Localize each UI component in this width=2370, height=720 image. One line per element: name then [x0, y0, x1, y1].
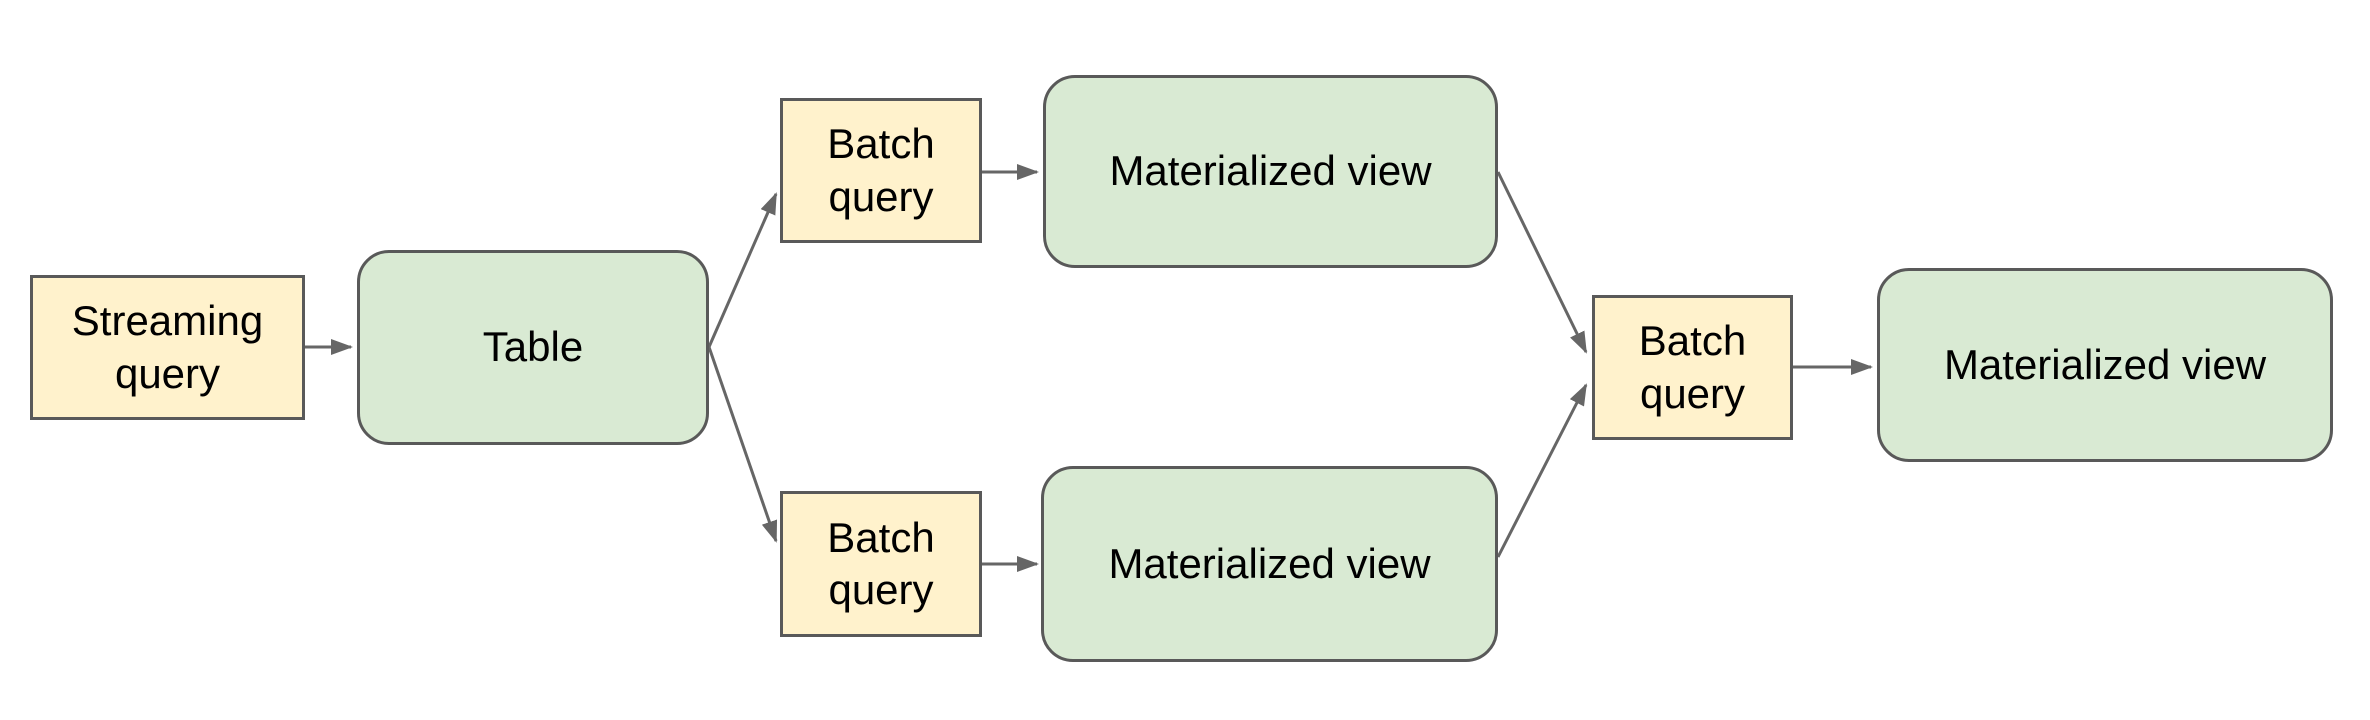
node-materialized-view-final-label: Materialized view — [1943, 340, 2267, 388]
node-batch-query-top: Batch query — [780, 98, 982, 243]
arrow-mat-view-bottom-to-batch-query-right — [1496, 383, 1588, 558]
arrow-mat-view-top-to-batch-query-right — [1496, 171, 1588, 354]
node-materialized-view-top: Materialized view — [1043, 75, 1498, 268]
arrow-table-to-batch-query-bottom — [707, 346, 778, 543]
node-streaming-query: Streaming query — [30, 275, 305, 420]
node-table-label: Table — [482, 323, 584, 371]
node-materialized-view-bottom-label: Materialized view — [1108, 539, 1431, 587]
node-batch-query-right-label: Batch query — [1638, 317, 1747, 417]
node-batch-query-bottom-label: Batch query — [827, 513, 935, 614]
node-table: Table — [357, 250, 709, 445]
node-materialized-view-final: Materialized view — [1877, 268, 2333, 462]
node-batch-query-bottom: Batch query — [780, 491, 982, 637]
node-materialized-view-bottom: Materialized view — [1041, 466, 1498, 662]
node-streaming-query-label: Streaming query — [71, 297, 264, 397]
node-materialized-view-top-label: Materialized view — [1109, 147, 1432, 195]
node-batch-query-right: Batch query — [1592, 295, 1793, 440]
node-batch-query-top-label: Batch query — [827, 120, 935, 220]
arrow-table-to-batch-query-top — [707, 192, 778, 348]
